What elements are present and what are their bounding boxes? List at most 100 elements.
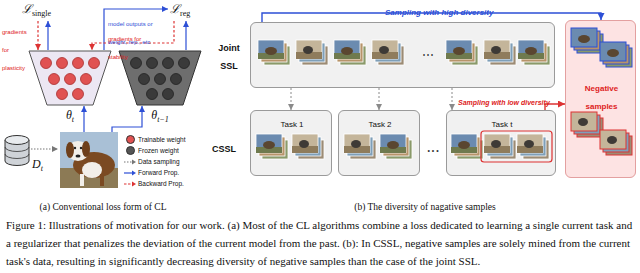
- box-title: Negative samples: [568, 77, 635, 113]
- dataset-symbol: D: [32, 157, 41, 171]
- loss-symbol: ℒ: [22, 2, 32, 16]
- weight-circle: [81, 74, 92, 85]
- forward-arrow: [83, 106, 84, 132]
- database-ring: [5, 147, 29, 152]
- loss-subscript: single: [32, 9, 51, 18]
- joint-ssl-box: Joint SSL: [250, 22, 555, 88]
- figure-caption: Figure 1: Illustrations of motivation fo…: [6, 219, 632, 267]
- weight-circle: [147, 58, 158, 69]
- image-stack: [446, 40, 478, 65]
- image-stack: [296, 40, 328, 65]
- task-ground: [338, 110, 420, 176]
- box-title-text: Task t: [492, 120, 513, 129]
- label-holder: CSSL: [212, 138, 246, 156]
- database-top: [5, 136, 29, 145]
- label-holder: ⋯: [413, 45, 443, 63]
- legend-swatch: [126, 135, 135, 144]
- low-diversity-outline: [481, 131, 552, 162]
- ellipsis: • • •: [427, 147, 438, 154]
- database-ring: [5, 154, 29, 159]
- legend-arrowhead: [132, 170, 136, 175]
- legend-line: [124, 183, 133, 184]
- negative-samples-box: Negative samples: [565, 20, 636, 178]
- weight-circle: [139, 74, 150, 85]
- box-heading-text: Joint SSL: [218, 43, 240, 71]
- parameter-label: θt: [28, 107, 112, 127]
- network-trapezoid: [29, 51, 111, 105]
- legend-line-sample: [123, 169, 137, 177]
- parameter-label: θt−1: [118, 107, 202, 127]
- parameter-subscript: t: [72, 115, 74, 124]
- loss-subscript: reg: [180, 9, 190, 18]
- legend-sample-slot: [122, 134, 138, 145]
- task-ground: [250, 110, 332, 176]
- weight-circle: [155, 74, 166, 85]
- legend-line-sample: [123, 180, 137, 188]
- connector: [379, 88, 380, 110]
- weight-circle: [163, 58, 174, 69]
- network-shape: [118, 50, 202, 106]
- subfigure-caption: (a) Conventional loss form of CL: [40, 202, 167, 212]
- weight-circle: [41, 58, 52, 69]
- parameter-symbol: θ: [151, 108, 157, 122]
- backward-arrow: [37, 21, 38, 50]
- weight-circle: [57, 89, 68, 100]
- legend-row: Frozen weight: [122, 145, 208, 156]
- database-shape: [4, 134, 30, 168]
- label-holder: gradients for stability: [108, 27, 162, 63]
- gradient-note: gradients for plasticity: [2, 29, 27, 71]
- legend-line: [124, 172, 133, 173]
- image-stack: [292, 134, 324, 159]
- backward-arrow: [92, 21, 174, 50]
- connector-label: Sampling with high diversity: [385, 1, 493, 19]
- network-shape: [28, 50, 112, 106]
- box-title-text: Task 2: [368, 120, 391, 129]
- task-ground: [446, 110, 556, 176]
- legend-swatch: [126, 146, 135, 155]
- weight-circle: [131, 58, 142, 69]
- frozen-network: θt−1: [118, 50, 202, 124]
- label-holder: • • •: [421, 139, 445, 157]
- label-holder: (b) The diversity of nagative samples: [210, 196, 640, 214]
- legend-row: Trainable weight: [122, 134, 208, 145]
- weight-circle: [163, 89, 174, 100]
- legend-text: Forward Prop.: [138, 167, 179, 178]
- label-holder: (a) Conventional loss form of CL: [0, 196, 206, 214]
- image-stack: [571, 28, 603, 53]
- legend-sample-slot: [122, 156, 138, 167]
- sampling-arrow: [31, 148, 58, 149]
- label-holder: gradients for plasticity: [2, 20, 32, 74]
- weight-circle: [73, 89, 84, 100]
- image-stack: [517, 134, 549, 159]
- legend-line-sample: [123, 158, 137, 166]
- weight-circle: [73, 58, 84, 69]
- caption-holder: Figure 1: Illustrations of motivation fo…: [6, 215, 634, 269]
- dog-photo: [60, 132, 118, 188]
- image-stack: [571, 112, 603, 137]
- box-title: Task 2: [341, 113, 419, 131]
- image-stack: [600, 42, 632, 67]
- box-title-text: Negative samples: [585, 84, 618, 111]
- legend-sample-slot: [122, 167, 138, 178]
- legend-row: Backward Prop.: [122, 178, 208, 189]
- forward-arrow: [104, 9, 168, 50]
- legend-arrowhead: [132, 159, 136, 164]
- image-stack: [256, 134, 288, 159]
- connector-label-text: Sampling with high diversity: [385, 8, 493, 17]
- connector: [291, 88, 292, 110]
- legend-text: Backward Prop.: [138, 178, 184, 189]
- weight-circle: [49, 74, 60, 85]
- loss-term: ℒsingle: [22, 0, 51, 21]
- image-stack: [451, 134, 483, 159]
- parameter-subscript: t−1: [157, 115, 169, 124]
- weight-circle: [171, 74, 182, 85]
- box-heading: Joint SSL: [211, 37, 247, 73]
- connector-label: Sampling with low diversity: [458, 91, 550, 109]
- loss-term: ℒreg: [170, 0, 190, 21]
- legend-sample-slot: [122, 178, 138, 189]
- weight-circle: [65, 74, 76, 85]
- image-stack: [344, 134, 376, 159]
- box-title: Task t: [449, 113, 555, 131]
